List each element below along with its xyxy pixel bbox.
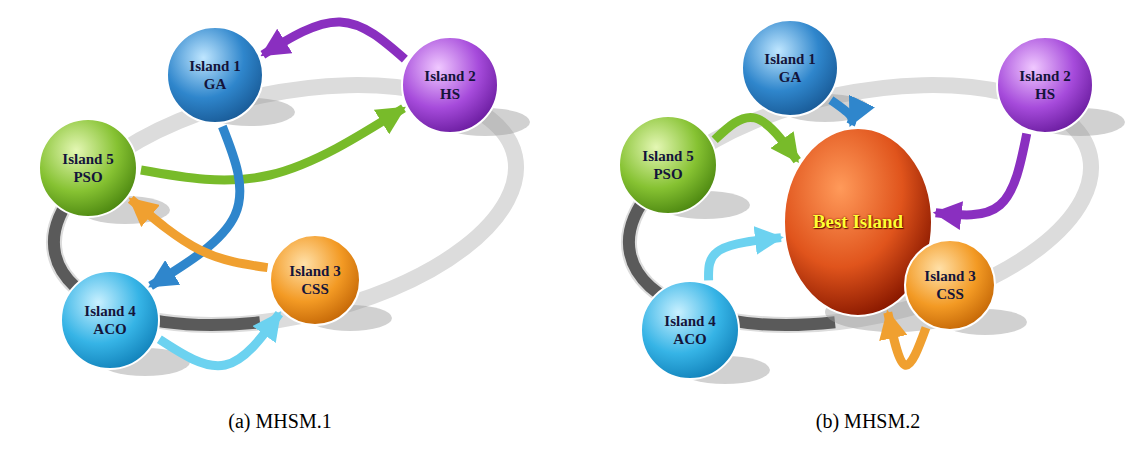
algorithm-name: HS [440,85,460,103]
shape-fill [742,20,838,116]
island-circle: Island 1GA [741,19,839,117]
panel-caption: (a) MHSM.1 [228,410,331,433]
shape-fill [39,119,137,217]
algorithm-name: GA [779,68,802,86]
shadows [80,94,1125,384]
ring-light [607,47,1113,364]
migration-arrow [708,238,781,281]
island-name: Island 1 [764,50,815,68]
island-name: Island 2 [1019,67,1070,85]
circle-shape [618,115,718,215]
best-island-label: Best Island [813,211,903,233]
circle-shape [60,270,160,370]
island-name: Island 4 [84,302,135,320]
shape-fill [997,37,1093,133]
migration-arrow [936,134,1027,215]
algorithm-name: ACO [673,330,706,348]
circle-shape [38,118,138,218]
algorithm-name: CSS [936,285,964,303]
island-name: Island 4 [664,312,715,330]
island-circle: Island 3CSS [904,239,996,331]
algorithm-name: ACO [93,320,126,338]
island-circle: Island 1GA [166,26,264,124]
shape-fill [167,27,263,123]
circle-shape [904,239,996,331]
migration-arrow [159,314,279,366]
island-name: Island 5 [62,150,113,168]
circle-shape [996,36,1094,134]
island-name: Island 5 [642,147,693,165]
circle-shape [166,26,264,124]
island-name: Island 3 [924,267,975,285]
ring-b [607,47,1113,364]
island-circle: Island 5PSO [618,115,718,215]
shape-fill [270,235,360,325]
shape-fill [61,271,159,369]
circle-shape [401,36,499,134]
migration-arrow [263,22,405,59]
circle-shape [269,234,361,326]
migration-arrow [715,117,798,160]
island-circle: Island 4ACO [60,270,160,370]
shape-fill [619,116,717,214]
algorithm-name: PSO [73,168,102,186]
island-circle: Island 2HS [401,36,499,134]
migration-arrow [141,108,404,180]
island-circle: Island 2HS [996,36,1094,134]
algorithm-name: CSS [301,280,329,298]
panel-caption: (b) MHSM.2 [816,410,920,433]
island-circle: Island 3CSS [269,234,361,326]
migration-arrow [131,199,268,267]
circle-shape [741,19,839,117]
island-name: Island 2 [424,67,475,85]
island-circle: Island 5PSO [38,118,138,218]
migration-arrow [888,313,926,366]
circle-shape [640,280,740,380]
shape-fill [641,281,739,379]
algorithm-name: GA [204,75,227,93]
ring-dark [607,47,1113,364]
algorithm-name: PSO [653,165,682,183]
island-name: Island 3 [289,262,340,280]
shape-fill [905,240,995,330]
migration-arrow [831,100,852,124]
island-name: Island 1 [189,57,240,75]
algorithm-name: HS [1035,85,1055,103]
island-circle: Island 4ACO [640,280,740,380]
shape-fill [402,37,498,133]
